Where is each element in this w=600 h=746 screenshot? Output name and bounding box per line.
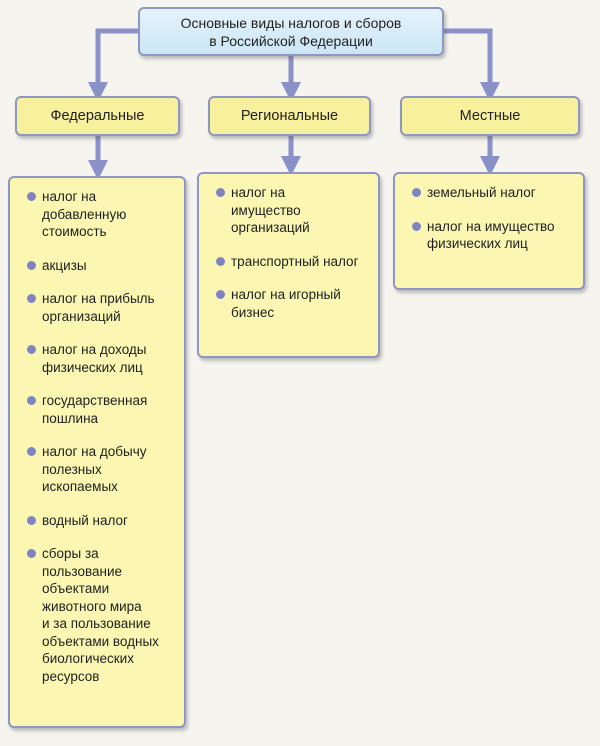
bullet-icon [27,294,36,303]
list-item: налог на доходы физических лиц [20,341,178,376]
list-item-text: сборы за пользование объектами животного… [42,546,159,684]
bullet-icon [27,447,36,456]
list-item-text: водный налог [42,512,128,528]
list-item: налог на прибыль организаций [20,290,178,325]
bullet-icon [412,188,421,197]
list-item-text: налог на добавленную стоимость [42,189,127,239]
local-header: Местные [400,96,580,136]
bullet-icon [27,260,36,270]
bullet-icon [27,515,36,525]
bullet-icon [27,549,36,558]
list-item: налог на имущество физических лиц [405,218,577,253]
bullet-icon [412,221,421,231]
list-item: налог на игорный бизнес [209,286,372,321]
local-tax-list: земельный налог налог на имущество физич… [393,172,585,290]
list-item-text: акцизы [42,257,87,273]
arrow-root-to-local [444,28,500,102]
list-item: налог на добычу полезных ископаемых [20,443,178,496]
list-item-text: налог на имущество организаций [231,185,310,235]
list-item-text: налог на игорный бизнес [231,287,341,320]
bullet-icon [27,192,36,201]
list-item: сборы за пользование объектами животного… [20,545,178,685]
federal-tax-list: налог на добавленную стоимость акцизы на… [8,176,186,728]
bullet-icon [216,290,225,299]
list-item: транспортный налог [209,253,372,271]
list-item: налог на имущество организаций [209,184,372,237]
root-box: Основные виды налогов и сборов в Российс… [138,7,444,56]
list-item: акцизы [20,257,178,275]
federal-header: Федеральные [15,96,180,136]
list-item-text: транспортный налог [231,253,359,269]
bullet-icon [216,188,225,197]
list-item: земельный налог [405,184,577,202]
list-item-text: налог на имущество физических лиц [427,218,555,252]
list-item-text: земельный налог [427,185,536,200]
list-item: водный налог [20,512,178,530]
bullet-icon [27,345,36,354]
regional-tax-list: налог на имущество организаций транспорт… [197,172,380,358]
list-item: налог на добавленную стоимость [20,188,178,241]
list-item: государственная пошлина [20,392,178,427]
list-item-text: налог на прибыль организаций [42,291,155,324]
root-title-line-2: в Российской Федерации [209,33,373,49]
regional-header: Региональные [208,96,371,136]
list-item-text: государственная пошлина [42,393,148,426]
list-item-text: налог на доходы физических лиц [42,342,147,375]
list-item-text: налог на добычу полезных ископаемых [42,444,147,494]
bullet-icon [27,396,36,405]
bullet-icon [216,256,225,266]
root-title-line-1: Основные виды налогов и сборов [180,15,402,31]
arrow-root-to-federal [88,28,138,102]
